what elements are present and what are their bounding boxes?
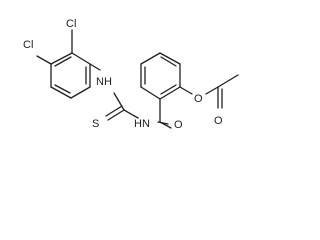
atom-ester-o: O: [194, 93, 203, 105]
atom-n-left: N: [96, 76, 104, 88]
bond-ring-ester-o: [179, 86, 193, 95]
molecule-structure: Cl Cl N H S N H O O O: [23, 18, 239, 131]
bond-ring1-4-inner: [54, 84, 71, 94]
bond-ring2-3: [140, 52, 161, 65]
bond-ring2-6: [159, 86, 181, 100]
bond-ester-o-c: [205, 86, 219, 95]
bond-c-methyl: [217, 74, 239, 88]
bond-ring1-1: [71, 52, 91, 65]
atom-labels: Cl Cl N H S N H O O O: [23, 18, 223, 131]
atom-amide-o: O: [174, 119, 183, 131]
bond-ring2-4: [159, 52, 181, 65]
bond-cl-left: [36, 55, 52, 65]
bond-cs-s1: [107, 109, 125, 121]
bond-ring1-3: [70, 86, 91, 99]
bond-cs-n: [123, 109, 139, 119]
atom-s: S: [92, 118, 99, 130]
atom-n-right: N: [142, 118, 150, 130]
bond-amide-co: [159, 121, 172, 129]
atom-carbonyl-o: O: [214, 115, 223, 127]
atom-cl-top: Cl: [66, 18, 76, 30]
atom-h-right: H: [134, 118, 142, 130]
bond-ring2-1: [140, 86, 161, 100]
bonds: [36, 29, 239, 129]
bond-ring1-n: [89, 63, 101, 71]
bond-ring2-6-inner: [160, 84, 177, 95]
atom-cl-left: Cl: [23, 39, 33, 51]
bond-ring2-4-inner: [160, 56, 177, 67]
bond-ring1-6: [50, 52, 73, 65]
atom-h-left: H: [104, 76, 112, 88]
bond-ring1-4: [50, 86, 72, 99]
bond-n-cs: [113, 92, 125, 111]
bond-ring1-6-inner: [54, 56, 72, 67]
bond-cs-s2: [105, 105, 123, 117]
